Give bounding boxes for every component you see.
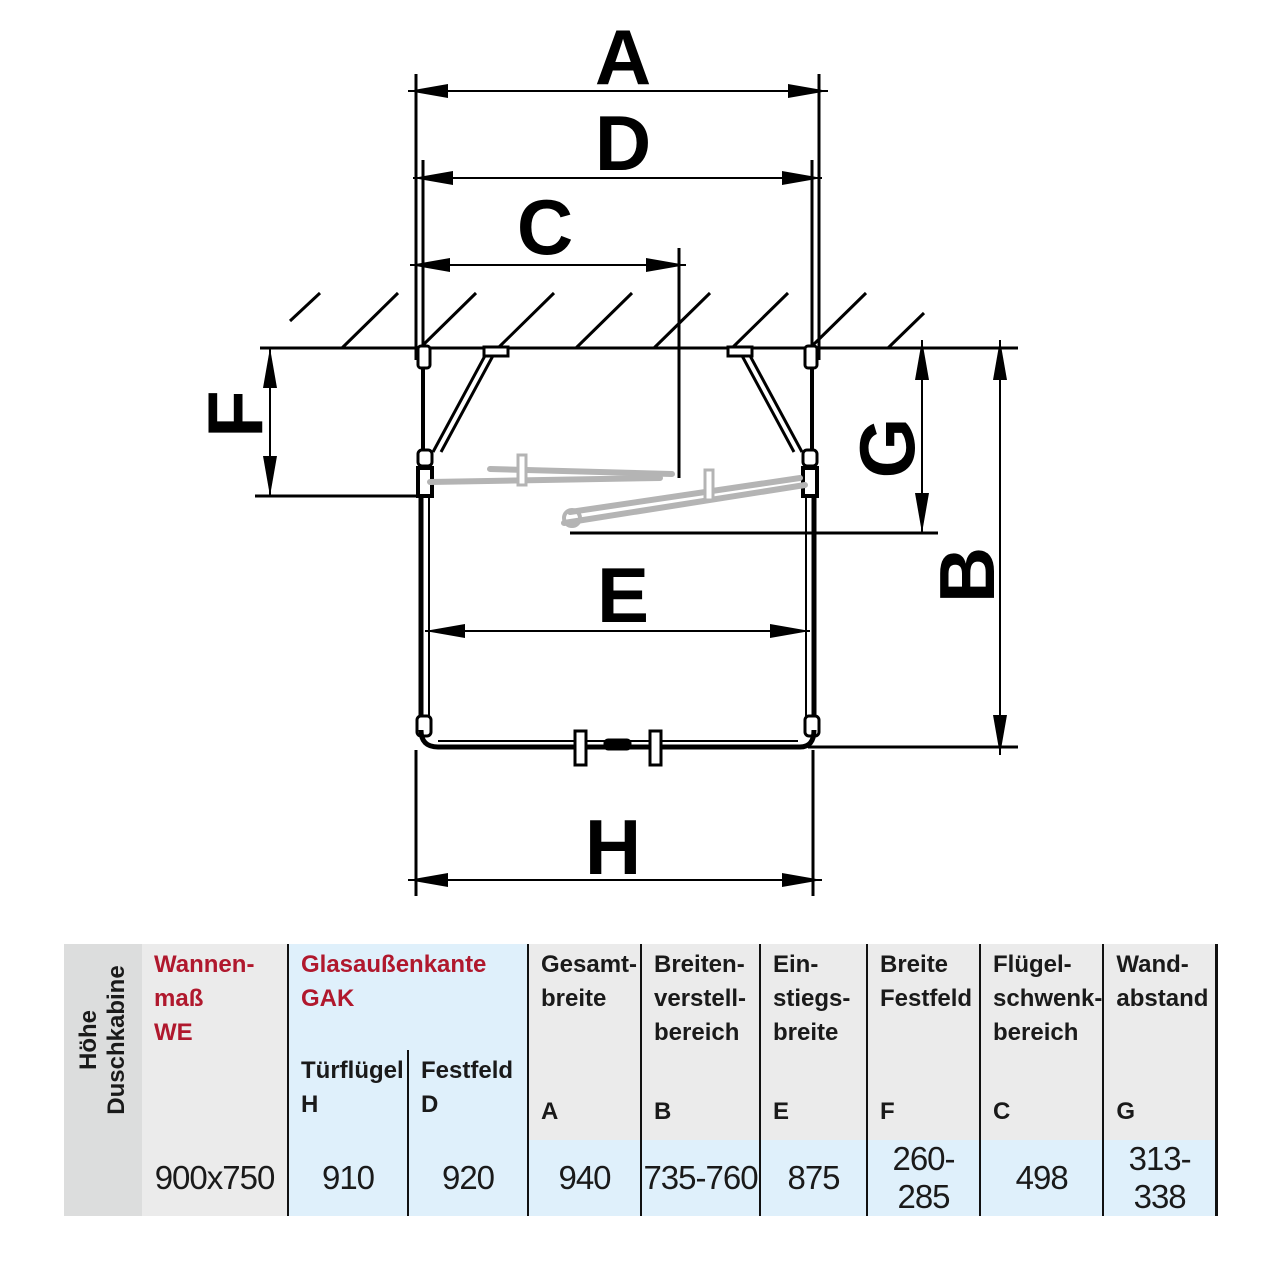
col-header-text: Glasaußenkante xyxy=(301,951,487,978)
col-header-text: Wand- xyxy=(1116,951,1189,978)
cell-f: 260-285 xyxy=(866,1140,980,1216)
col-symbol: E xyxy=(773,1098,790,1125)
col-header-a: Gesamt-breite A xyxy=(527,944,641,1140)
col-header-text: schwenk- xyxy=(993,985,1103,1012)
col-header-text: Türflügel xyxy=(301,1057,404,1084)
col-header-text: stiegs- xyxy=(773,985,851,1012)
row-header-hoehe: Höhe Duschkabine xyxy=(64,944,142,1140)
label-c: C xyxy=(517,183,573,271)
col-header-g: Wand-abstand G xyxy=(1102,944,1218,1140)
label-b: B xyxy=(923,547,1011,603)
col-header-text: breite xyxy=(541,985,607,1012)
col-header-text: bereich xyxy=(993,1019,1079,1046)
label-h: H xyxy=(585,803,641,891)
col-header-text: Breite xyxy=(880,951,949,978)
col-header-h: Türflügel H xyxy=(287,1050,408,1140)
col-header-text: breite xyxy=(773,1019,839,1046)
cell-b: 735-760 xyxy=(640,1140,760,1216)
dimension-a xyxy=(408,74,828,360)
dimension-c xyxy=(410,248,686,478)
dimension-g xyxy=(570,340,938,535)
col-header-text: GAK xyxy=(301,985,355,1012)
dimension-f xyxy=(255,348,420,498)
col-header-text: abstand xyxy=(1116,985,1209,1012)
col-symbol: H xyxy=(301,1091,319,1118)
dimension-diagram: A D C F G B E H xyxy=(191,13,1018,896)
dimension-d xyxy=(413,160,822,360)
col-header-text: Festfeld xyxy=(421,1057,514,1084)
col-header-text: WE xyxy=(154,1019,193,1046)
cell-g: 313-338 xyxy=(1102,1140,1218,1216)
dimensions-table: Höhe Duschkabine Wannen- maß WE Glasauße… xyxy=(64,944,1218,1216)
col-header-text: verstell- xyxy=(654,985,747,1012)
label-d: D xyxy=(595,99,651,187)
col-header-text: Flügel- xyxy=(993,951,1072,978)
col-header-text: Wannen- xyxy=(154,951,255,978)
cell-h: 910 xyxy=(287,1140,408,1216)
col-header-gak: Glasaußenkante GAK xyxy=(287,944,528,1050)
header-row-1: Höhe Duschkabine Wannen- maß WE Glasauße… xyxy=(64,944,1218,1140)
col-symbol: A xyxy=(541,1098,559,1125)
label-e: E xyxy=(597,551,649,639)
dimension-h xyxy=(408,750,822,896)
enclosure-profile xyxy=(415,344,821,767)
col-symbol: G xyxy=(1116,1098,1136,1125)
col-header-we: Wannen- maß WE xyxy=(142,944,288,1140)
col-symbol: C xyxy=(993,1098,1011,1125)
col-symbol: D xyxy=(421,1091,439,1118)
cell-we: 900x750 xyxy=(142,1140,288,1216)
col-header-text: maß xyxy=(154,985,204,1012)
col-header-text: Ein- xyxy=(773,951,819,978)
row-header-line1: Höhe xyxy=(75,1010,102,1071)
col-header-c: Flügel-schwenk-bereich C xyxy=(978,944,1104,1140)
col-symbol: F xyxy=(880,1098,895,1125)
cell-e: 875 xyxy=(759,1140,867,1216)
col-header-text: Breiten- xyxy=(654,951,745,978)
label-f: F xyxy=(191,390,279,438)
dimension-b xyxy=(808,340,1018,755)
col-header-d: Festfeld D xyxy=(407,1050,528,1140)
cell-a: 940 xyxy=(527,1140,641,1216)
header-row-2: Türflügel H Festfeld D xyxy=(64,1050,1216,1140)
row-header-line2: Duschkabine xyxy=(103,965,130,1115)
label-a: A xyxy=(595,13,651,101)
label-g: G xyxy=(843,418,931,479)
door-swing-ghost xyxy=(427,453,808,528)
col-header-text: bereich xyxy=(654,1019,740,1046)
col-symbol: B xyxy=(654,1098,672,1125)
cell-hoehe xyxy=(64,1140,142,1216)
col-header-text: Festfeld xyxy=(880,985,973,1012)
col-header-text: Gesamt- xyxy=(541,951,638,978)
col-header-b: Breiten-verstell-bereich B xyxy=(640,944,760,1140)
cell-d: 920 xyxy=(407,1140,528,1216)
wall-hatching xyxy=(260,291,1018,350)
col-header-e: Ein-stiegs-breite E xyxy=(759,944,867,1140)
table-row: 900x750 910 920 940 735-760 875 260-285 … xyxy=(64,1140,1218,1216)
cell-c: 498 xyxy=(978,1140,1104,1216)
